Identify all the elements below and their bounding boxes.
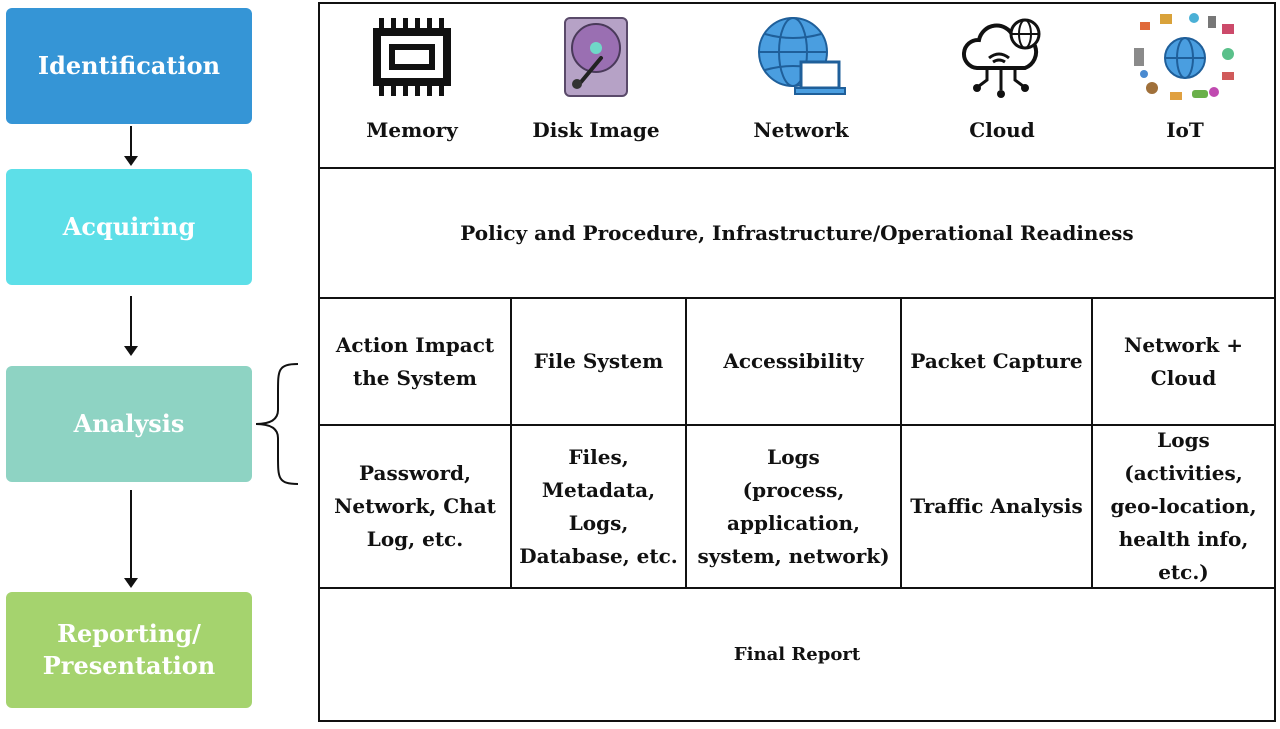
final-report: Final Report <box>733 644 861 665</box>
analysis-header-network-cloud: Network + Cloud <box>1124 332 1243 390</box>
acquiring-row-text: Policy and Procedure, Infrastructure/Ope… <box>460 220 1134 245</box>
analysis-detail-password: Password, Network, Chat Log, etc. <box>334 461 496 551</box>
curly-brace <box>255 363 299 485</box>
arrow-acquiring-analysis <box>124 296 138 356</box>
col-divider <box>1091 297 1093 589</box>
step-reporting-label: Reporting/ Presentation <box>42 619 216 680</box>
memory-chip-icon <box>373 18 451 96</box>
step-identification-label: Identification <box>37 51 221 80</box>
forensics-table: Memory Disk Image Network <box>318 2 1276 722</box>
globe-laptop-icon <box>758 17 846 95</box>
analysis-header-action-impact: Action Impact the System <box>335 332 495 390</box>
col-divider <box>510 297 512 589</box>
analysis-detail-traffic: Traffic Analysis <box>910 494 1083 518</box>
analysis-header-packet-capture: Packet Capture <box>910 349 1083 373</box>
analysis-header-file-system: File System <box>533 349 664 373</box>
step-reporting: Reporting/ Presentation <box>6 592 252 708</box>
row-divider <box>320 297 1274 299</box>
source-memory-label: Memory <box>366 118 458 142</box>
source-disk-image-label: Disk Image <box>532 118 660 142</box>
col-divider <box>900 297 902 589</box>
step-acquiring: Acquiring <box>6 169 252 285</box>
source-network-label: Network <box>753 118 849 142</box>
row-divider <box>320 587 1274 589</box>
step-analysis: Analysis <box>6 366 252 482</box>
analysis-detail-logs: Logs (process, application, system, netw… <box>697 444 890 568</box>
analysis-detail-files: Files, Metadata, Logs, Database, etc. <box>519 444 678 568</box>
arrow-analysis-reporting <box>124 490 138 588</box>
source-memory: Memory <box>320 4 504 166</box>
step-analysis-label: Analysis <box>73 409 185 438</box>
row-divider <box>320 424 1274 426</box>
analysis-detail-activities: Logs (activities, geo-location, health i… <box>1110 428 1257 584</box>
step-identification: Identification <box>6 8 252 124</box>
step-acquiring-label: Acquiring <box>62 212 196 241</box>
arrow-identification-acquiring <box>124 126 138 166</box>
source-cloud-label: Cloud <box>969 118 1035 142</box>
source-disk-image: Disk Image <box>504 4 688 166</box>
hard-disk-icon <box>564 17 628 97</box>
source-iot: IoT <box>1094 4 1276 166</box>
col-divider <box>685 297 687 589</box>
iot-globe-icon <box>1134 13 1234 100</box>
cloud-network-icon <box>961 18 1041 98</box>
source-iot-label: IoT <box>1166 118 1204 142</box>
source-network: Network <box>710 4 892 166</box>
row-divider <box>320 167 1274 169</box>
source-cloud: Cloud <box>910 4 1094 166</box>
analysis-header-accessibility: Accessibility <box>723 349 864 373</box>
